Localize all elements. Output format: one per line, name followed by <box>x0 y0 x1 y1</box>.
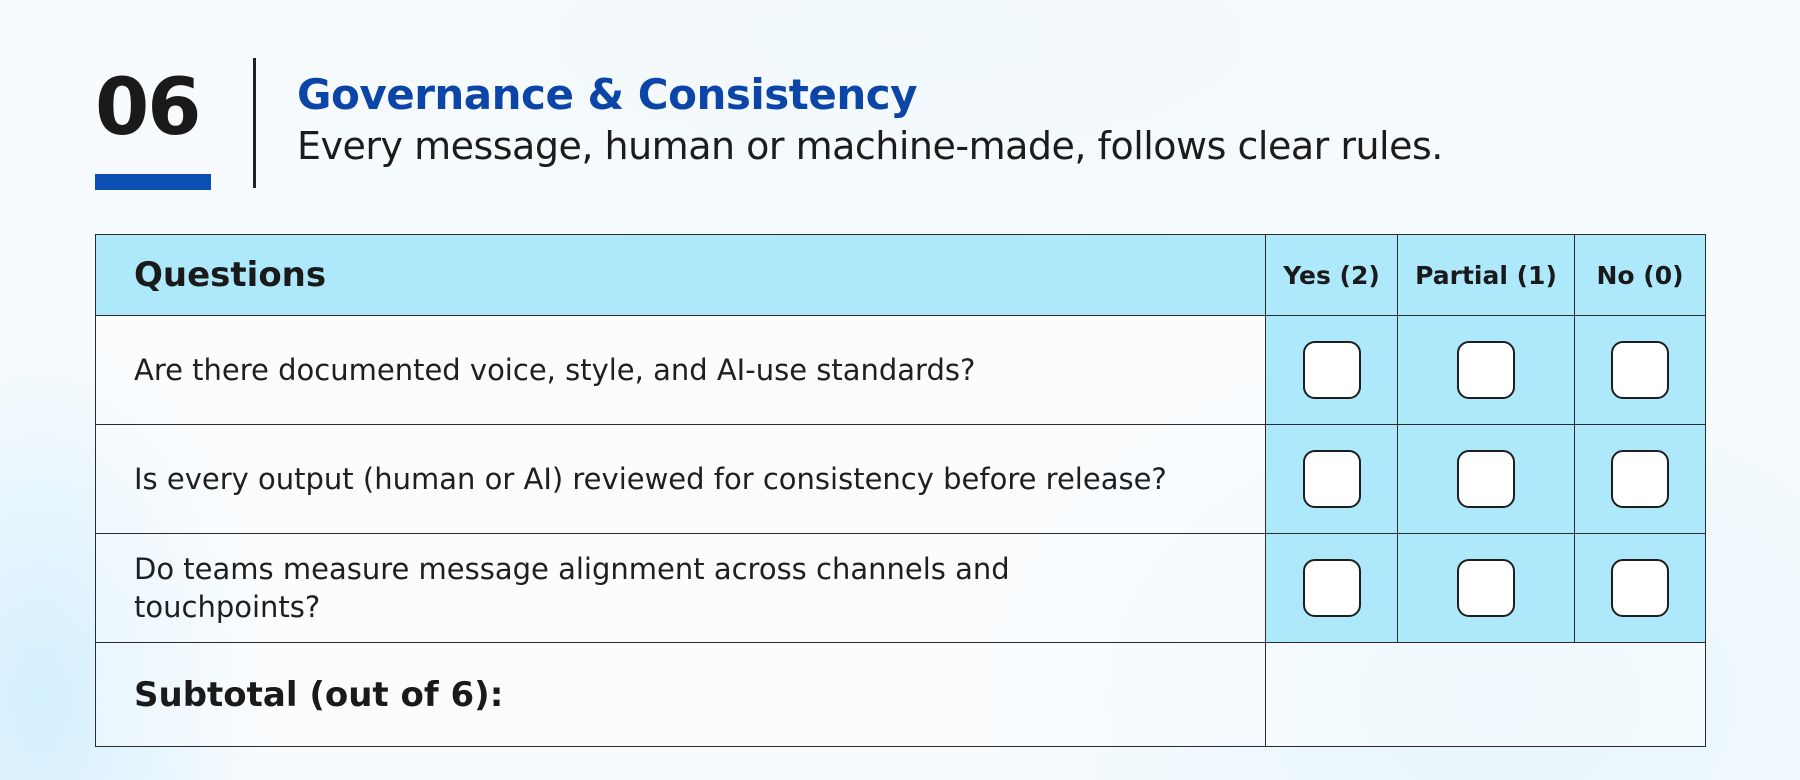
partial-cell <box>1397 315 1575 425</box>
section-number: 06 <box>95 63 202 153</box>
question-row: Is every output (human or AI) reviewed f… <box>95 424 1706 534</box>
partial-checkbox[interactable] <box>1457 559 1515 617</box>
no-cell <box>1574 424 1706 534</box>
yes-column-header: Yes (2) <box>1265 234 1398 316</box>
yes-checkbox[interactable] <box>1302 559 1361 617</box>
no-checkbox[interactable] <box>1611 341 1669 399</box>
subtotal-label: Subtotal (out of 6): <box>95 642 1266 747</box>
header-divider <box>253 58 256 188</box>
question-row: Do teams measure message alignment acros… <box>95 533 1706 643</box>
question-row: Are there documented voice, style, and A… <box>95 315 1706 425</box>
no-checkbox[interactable] <box>1611 559 1669 617</box>
partial-column-header: Partial (1) <box>1397 234 1575 316</box>
partial-cell <box>1397 533 1575 643</box>
yes-cell <box>1265 533 1398 643</box>
no-cell <box>1574 315 1706 425</box>
question-text: Do teams measure message alignment acros… <box>95 533 1266 643</box>
section-header: 06 Governance & Consistency Every messag… <box>95 58 1595 190</box>
yes-checkbox[interactable] <box>1302 450 1361 508</box>
partial-checkbox[interactable] <box>1457 341 1515 399</box>
partial-checkbox[interactable] <box>1457 450 1515 508</box>
section-number-underline <box>95 174 211 190</box>
no-column-header: No (0) <box>1574 234 1706 316</box>
question-text: Are there documented voice, style, and A… <box>95 315 1266 425</box>
section-subtitle: Every message, human or machine-made, fo… <box>297 124 1443 168</box>
question-text: Is every output (human or AI) reviewed f… <box>95 424 1266 534</box>
questions-column-header: Questions <box>95 234 1266 316</box>
no-cell <box>1574 533 1706 643</box>
yes-cell <box>1265 315 1398 425</box>
yes-cell <box>1265 424 1398 534</box>
subtotal-row: Subtotal (out of 6): <box>95 642 1706 747</box>
yes-checkbox[interactable] <box>1302 341 1361 399</box>
section-title: Governance & Consistency <box>297 70 918 119</box>
table-header-row: Questions Yes (2) Partial (1) No (0) <box>95 234 1706 316</box>
partial-cell <box>1397 424 1575 534</box>
assessment-table: Questions Yes (2) Partial (1) No (0) Are… <box>95 234 1706 747</box>
no-checkbox[interactable] <box>1611 450 1669 508</box>
header-text: Governance & Consistency Every message, … <box>297 70 1587 172</box>
subtotal-value-field[interactable] <box>1265 642 1706 747</box>
